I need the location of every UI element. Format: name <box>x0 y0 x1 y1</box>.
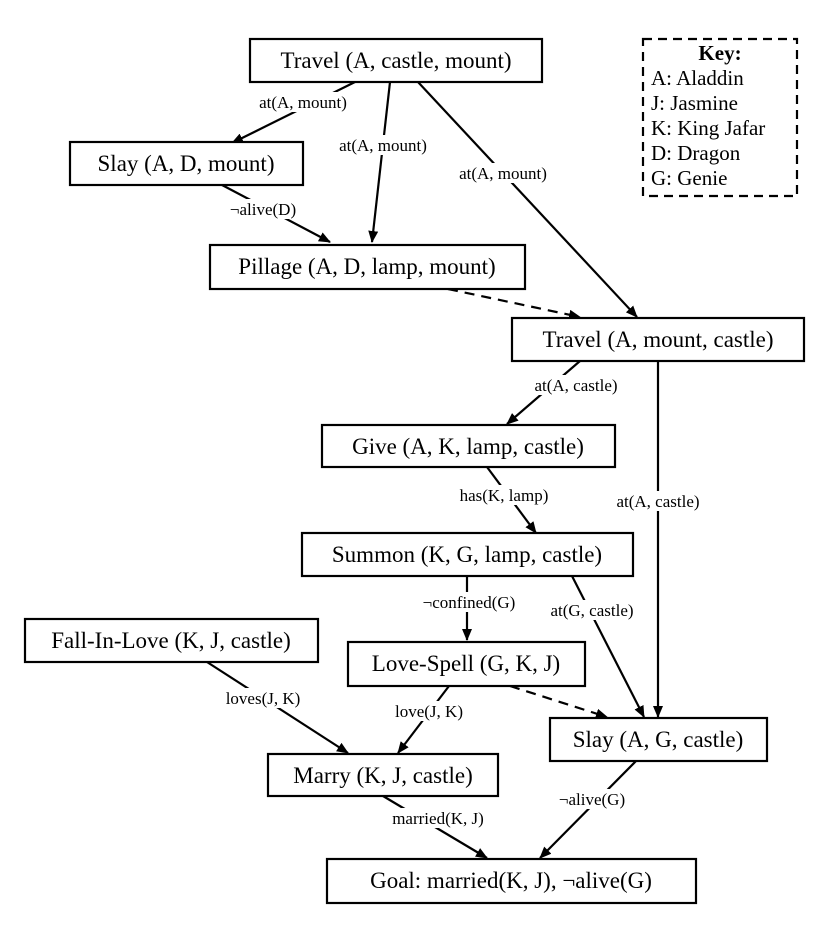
nodes-layer: Travel (A, castle, mount) Slay (A, D, mo… <box>23 37 806 905</box>
node-label: Summon (K, G, lamp, castle) <box>332 542 602 567</box>
edge-label-text: at(A, mount) <box>459 164 547 183</box>
edge-label-text: ¬alive(D) <box>230 200 296 219</box>
edge-label-text: love(J, K) <box>395 702 463 721</box>
key-item: J: Jasmine <box>651 91 738 115</box>
edge-label-text: loves(J, K) <box>226 689 301 708</box>
edge-label-e6: at(A, castle) <box>522 375 630 395</box>
edge-label-text: ¬alive(G) <box>559 790 625 809</box>
edge-label-e12: loves(J, K) <box>215 688 311 708</box>
key-legend: Key: A: Aladdin J: Jasmine K: King Jafar… <box>641 37 799 198</box>
edge-label-e10: at(G, castle) <box>538 600 646 620</box>
edge-summon-to-slay2 <box>571 575 645 718</box>
edge-label-e8: has(K, lamp) <box>448 485 560 505</box>
node-label: Marry (K, J, castle) <box>293 763 472 788</box>
edge-label-e14: married(K, J) <box>379 808 497 828</box>
key-item: D: Dragon <box>651 141 741 165</box>
key-item: K: King Jafar <box>651 116 765 140</box>
edge-label-text: at(A, castle) <box>616 492 699 511</box>
edge-label-text: has(K, lamp) <box>460 486 549 505</box>
node-pillage: Pillage (A, D, lamp, mount) <box>208 243 527 291</box>
node-label: Give (A, K, lamp, castle) <box>352 434 584 459</box>
node-label: Pillage (A, D, lamp, mount) <box>238 254 495 279</box>
node-summon: Summon (K, G, lamp, castle) <box>300 531 635 578</box>
edge-label-text: at(A, mount) <box>339 136 427 155</box>
edge-labels-layer: at(A, mount) at(A, mount) at(A, mount) ¬… <box>215 92 712 828</box>
node-label: Love-Spell (G, K, J) <box>372 651 560 676</box>
edge-label-e3: at(A, mount) <box>447 163 559 183</box>
edges-layer <box>206 81 663 859</box>
edge-label-e4: ¬alive(D) <box>219 199 307 219</box>
node-label: Goal: married(K, J), ¬alive(G) <box>370 868 652 893</box>
edge-love-spell-to-slay2 <box>509 684 608 719</box>
edge-travel1-to-travel2 <box>417 81 638 318</box>
edge-slay2-to-goal <box>539 760 637 859</box>
edge-label-e9: ¬confined(G) <box>410 592 528 612</box>
node-label: Slay (A, D, mount) <box>98 151 275 176</box>
node-marry: Marry (K, J, castle) <box>266 752 500 798</box>
node-travel-castle-to-mount: Travel (A, castle, mount) <box>248 37 544 84</box>
edge-label-text: married(K, J) <box>392 809 484 828</box>
edge-label-text: at(A, mount) <box>259 93 347 112</box>
key-title: Key: <box>698 41 741 65</box>
node-slay-genie: Slay (A, G, castle) <box>548 716 769 763</box>
node-love-spell: Love-Spell (G, K, J) <box>346 640 587 688</box>
key-item: A: Aladdin <box>651 66 744 90</box>
edge-pillage-to-travel2 <box>447 287 581 320</box>
node-label: Travel (A, castle, mount) <box>280 48 511 73</box>
edge-label-e2: at(A, mount) <box>327 135 439 155</box>
node-fall-in-love: Fall-In-Love (K, J, castle) <box>23 617 320 664</box>
node-label: Travel (A, mount, castle) <box>542 327 773 352</box>
edge-label-text: at(G, castle) <box>550 601 633 620</box>
edge-label-text: at(A, castle) <box>534 376 617 395</box>
node-goal: Goal: married(K, J), ¬alive(G) <box>325 857 698 905</box>
edge-label-text: ¬confined(G) <box>423 593 516 612</box>
edge-label-e7: at(A, castle) <box>604 491 712 511</box>
node-label: Slay (A, G, castle) <box>573 727 744 752</box>
node-label: Fall-In-Love (K, J, castle) <box>51 628 291 653</box>
edge-label-e1: at(A, mount) <box>247 92 359 112</box>
edge-label-e15: ¬alive(G) <box>549 789 635 809</box>
node-travel-mount-to-castle: Travel (A, mount, castle) <box>510 316 806 363</box>
edge-travel1-to-slay1 <box>231 81 356 144</box>
node-give: Give (A, K, lamp, castle) <box>320 423 617 469</box>
key-item: G: Genie <box>651 166 727 190</box>
node-slay-dragon: Slay (A, D, mount) <box>68 140 305 187</box>
edge-label-e13: love(J, K) <box>384 701 474 721</box>
edge-travel1-to-pillage <box>368 81 392 243</box>
